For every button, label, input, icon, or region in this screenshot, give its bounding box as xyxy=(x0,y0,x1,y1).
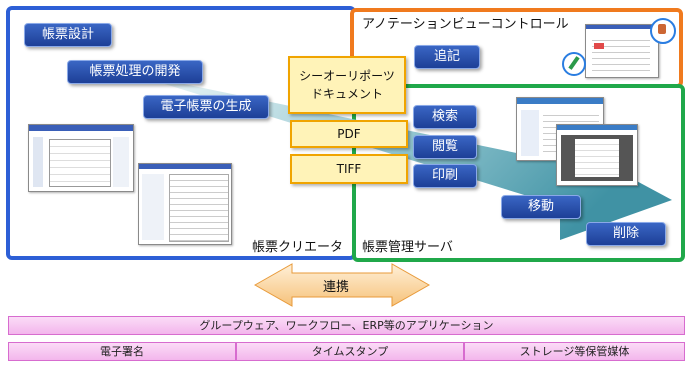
timestamp-cell: タイムスタンプ xyxy=(236,342,464,361)
stamp-icon xyxy=(650,18,676,44)
print-button[interactable]: 印刷 xyxy=(413,164,477,188)
development-button[interactable]: 帳票処理の開発 xyxy=(67,60,203,84)
pdf-document: PDF xyxy=(290,120,408,148)
generation-button[interactable]: 電子帳票の生成 xyxy=(143,95,269,119)
storage-cell: ストレージ等保管媒体 xyxy=(464,342,685,361)
signature-cell: 電子署名 xyxy=(8,342,236,361)
move-button[interactable]: 移動 xyxy=(501,195,581,219)
integration-label: 連携 xyxy=(323,280,350,295)
creator-title: 帳票クリエータ xyxy=(252,240,344,255)
delete-button[interactable]: 削除 xyxy=(586,222,666,246)
annotation-screenshot xyxy=(585,24,659,78)
report-screenshot xyxy=(138,163,232,245)
server-screenshot-front xyxy=(556,124,638,186)
annotation-title: アノテーションビューコントロール xyxy=(362,17,569,32)
server-title: 帳票管理サーバ xyxy=(362,240,453,255)
design-button[interactable]: 帳票設計 xyxy=(24,23,112,47)
append-button[interactable]: 追記 xyxy=(414,45,480,69)
view-button[interactable]: 閲覧 xyxy=(413,135,477,159)
siberia-document: シーオーリポーツ ドキュメント xyxy=(288,56,406,114)
tiff-document: TIFF xyxy=(290,154,408,184)
designer-screenshot xyxy=(28,124,134,192)
search-button[interactable]: 検索 xyxy=(413,105,477,129)
applications-bar: グループウェア、ワークフロー、ERP等のアプリケーション xyxy=(8,316,685,335)
pen-icon xyxy=(562,52,586,76)
integration-arrow xyxy=(253,263,431,307)
